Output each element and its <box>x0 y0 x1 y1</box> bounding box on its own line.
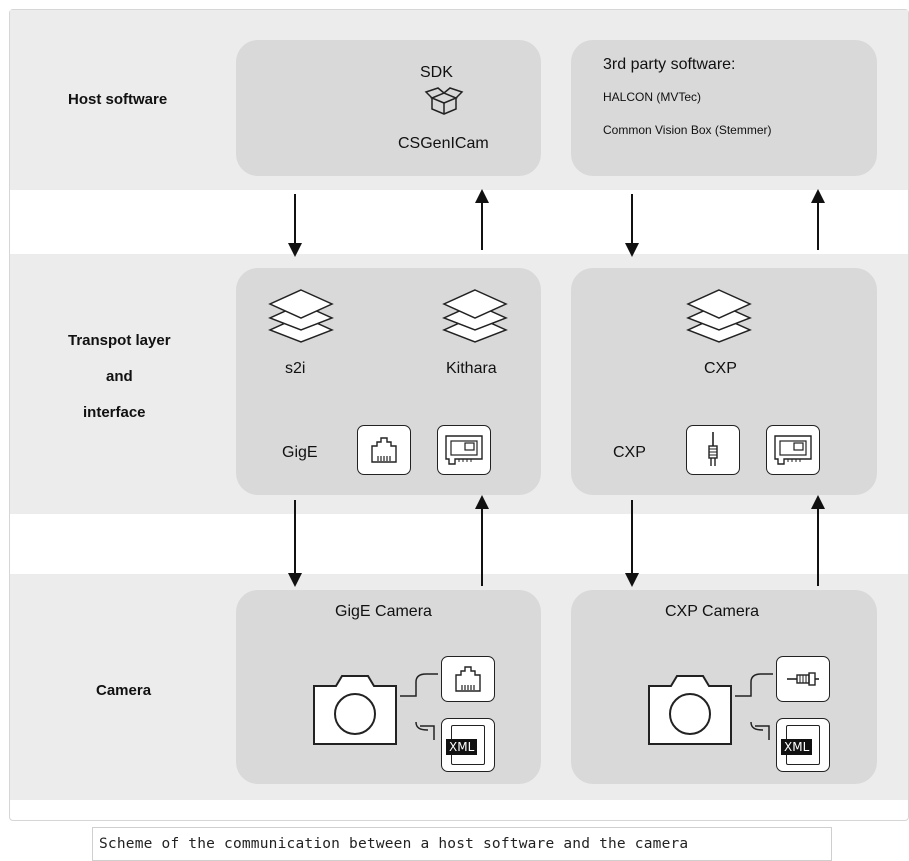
sdk-name: CSGenICam <box>398 135 489 152</box>
xml-file-icon: XML <box>776 718 830 772</box>
connector-lines <box>400 673 438 740</box>
layers-icon <box>686 289 752 343</box>
third-party-item: Common Vision Box (Stemmer) <box>603 123 772 137</box>
frame-grabber-card-icon <box>766 425 820 475</box>
camera-icon <box>313 675 397 745</box>
layers-icon <box>268 289 334 343</box>
sdk-title: SDK <box>420 64 453 81</box>
third-party-item: HALCON (MVTec) <box>603 90 702 104</box>
cxp-interface-label: CXP <box>613 444 646 461</box>
xml-label: XML <box>446 739 478 755</box>
connector-lines <box>735 673 773 740</box>
coax-connector-icon <box>776 656 830 702</box>
layer-label-camera: Camera <box>96 682 152 699</box>
third-party-title: 3rd party software: <box>603 56 736 73</box>
gige-camera-title: GigE Camera <box>335 603 432 620</box>
network-card-icon <box>437 425 491 475</box>
xml-label: XML <box>781 739 813 755</box>
third-party-box <box>571 40 877 176</box>
kithara-label: Kithara <box>446 360 497 377</box>
cxp-transport-title: CXP <box>704 360 737 377</box>
xml-file-icon: XML <box>441 718 495 772</box>
box-icon <box>424 87 464 115</box>
cxp-cable-icon <box>686 425 740 475</box>
camera-icon <box>648 675 732 745</box>
sdk-box <box>236 40 541 176</box>
s2i-label: s2i <box>285 360 306 377</box>
layer-label-host: Host software <box>68 91 168 108</box>
layers-icon <box>442 289 508 343</box>
layer-label-and: and <box>106 368 133 385</box>
cxp-camera-title: CXP Camera <box>665 603 759 620</box>
layer-label-interface: interface <box>83 404 146 421</box>
figure-caption: Scheme of the communication between a ho… <box>92 827 832 861</box>
ethernet-port-icon <box>357 425 411 475</box>
ethernet-port-icon <box>441 656 495 702</box>
gige-interface-label: GigE <box>282 444 318 461</box>
layer-label-transport: Transpot layer <box>68 332 171 349</box>
